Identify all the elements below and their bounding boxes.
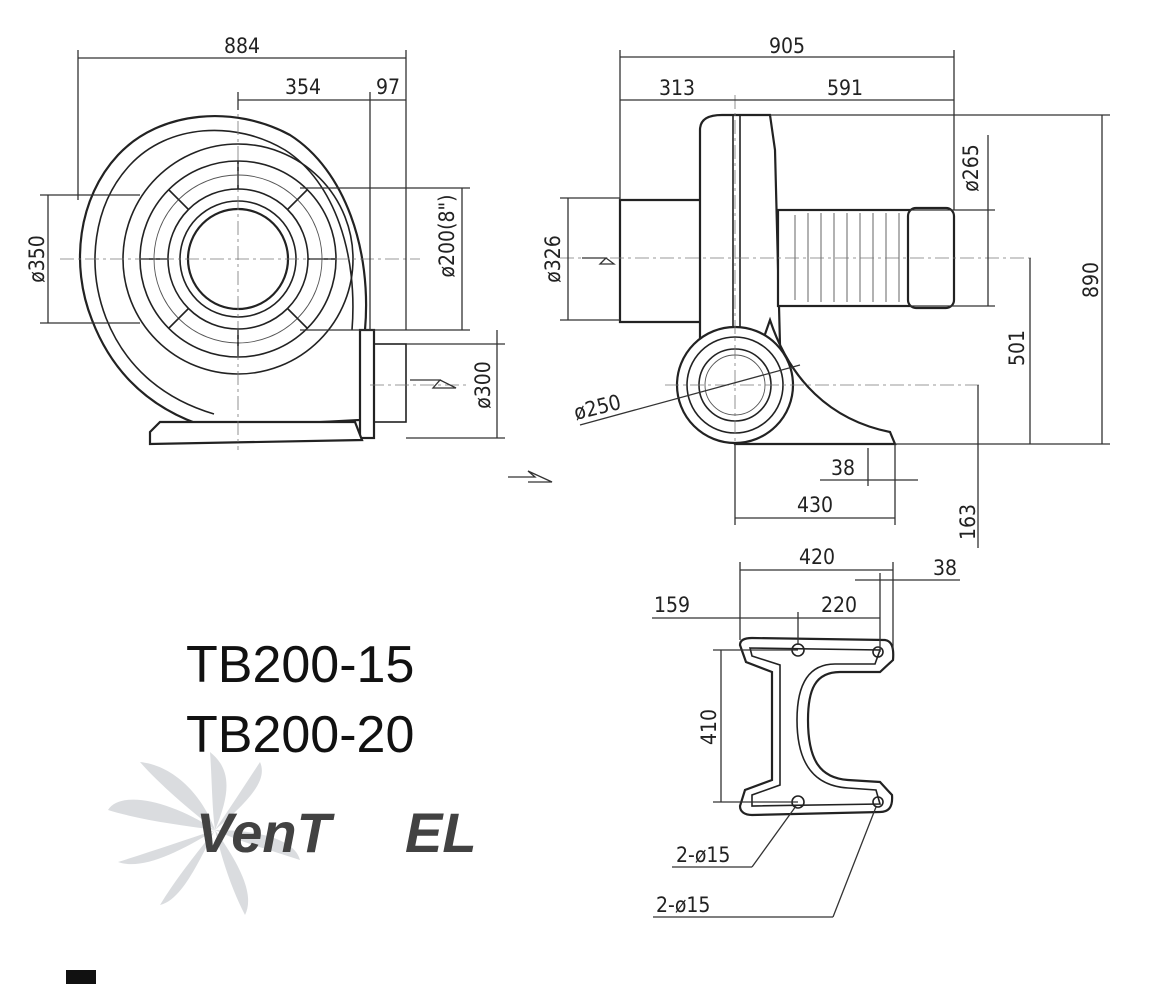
base-hole-2	[872, 646, 884, 658]
dim-holes-a: 2-ø15	[676, 843, 730, 867]
dim-884: 884	[224, 34, 260, 58]
model-label-1: TB200-15	[186, 636, 414, 694]
dim-591: 591	[827, 76, 863, 100]
side-dimensions: 905 313 591 ø265 ø326 890 501 ø250 38 43…	[541, 34, 1110, 548]
dim-97: 97	[376, 75, 400, 99]
dim-890: 890	[1079, 262, 1103, 298]
dim-38-base: 38	[933, 556, 957, 580]
dim-501: 501	[1005, 330, 1029, 366]
dim-200: ø200(8")	[435, 194, 459, 277]
dim-410: 410	[697, 709, 721, 745]
dim-326: ø326	[541, 235, 565, 283]
fan-blade-icon	[108, 752, 300, 915]
flow-arrow	[508, 470, 553, 483]
base-hole-4	[872, 796, 884, 808]
base-dimensions: 420 38 159 220 410 2-ø15 2-ø15	[652, 545, 960, 918]
dim-430: 430	[797, 493, 833, 517]
dim-163: 163	[956, 504, 980, 540]
base-plate	[738, 636, 895, 817]
dim-250: ø250	[571, 390, 623, 425]
dim-265: ø265	[959, 144, 983, 192]
front-view	[60, 96, 470, 450]
side-view	[560, 95, 1035, 450]
front-outlet	[358, 328, 376, 440]
dim-300: ø300	[471, 361, 495, 409]
dim-313: 313	[659, 76, 695, 100]
dim-354: 354	[285, 75, 321, 99]
corner-mark	[66, 970, 96, 984]
logo-text-el: EL	[405, 801, 477, 864]
dim-38-side: 38	[831, 456, 855, 480]
logo-text-vent: VenT	[196, 801, 336, 864]
dim-905: 905	[769, 34, 805, 58]
dim-420: 420	[799, 545, 835, 569]
dim-holes-b: 2-ø15	[656, 893, 710, 917]
base-view	[738, 636, 895, 817]
model-label-2: TB200-20	[186, 706, 414, 764]
front-dimensions: 884 354 97 ø350 ø200(8") ø300	[25, 34, 553, 483]
watermark-logo: VenT EL	[108, 752, 477, 915]
dim-220: 220	[821, 593, 857, 617]
dim-159: 159	[654, 593, 690, 617]
dim-350: ø350	[25, 235, 49, 283]
